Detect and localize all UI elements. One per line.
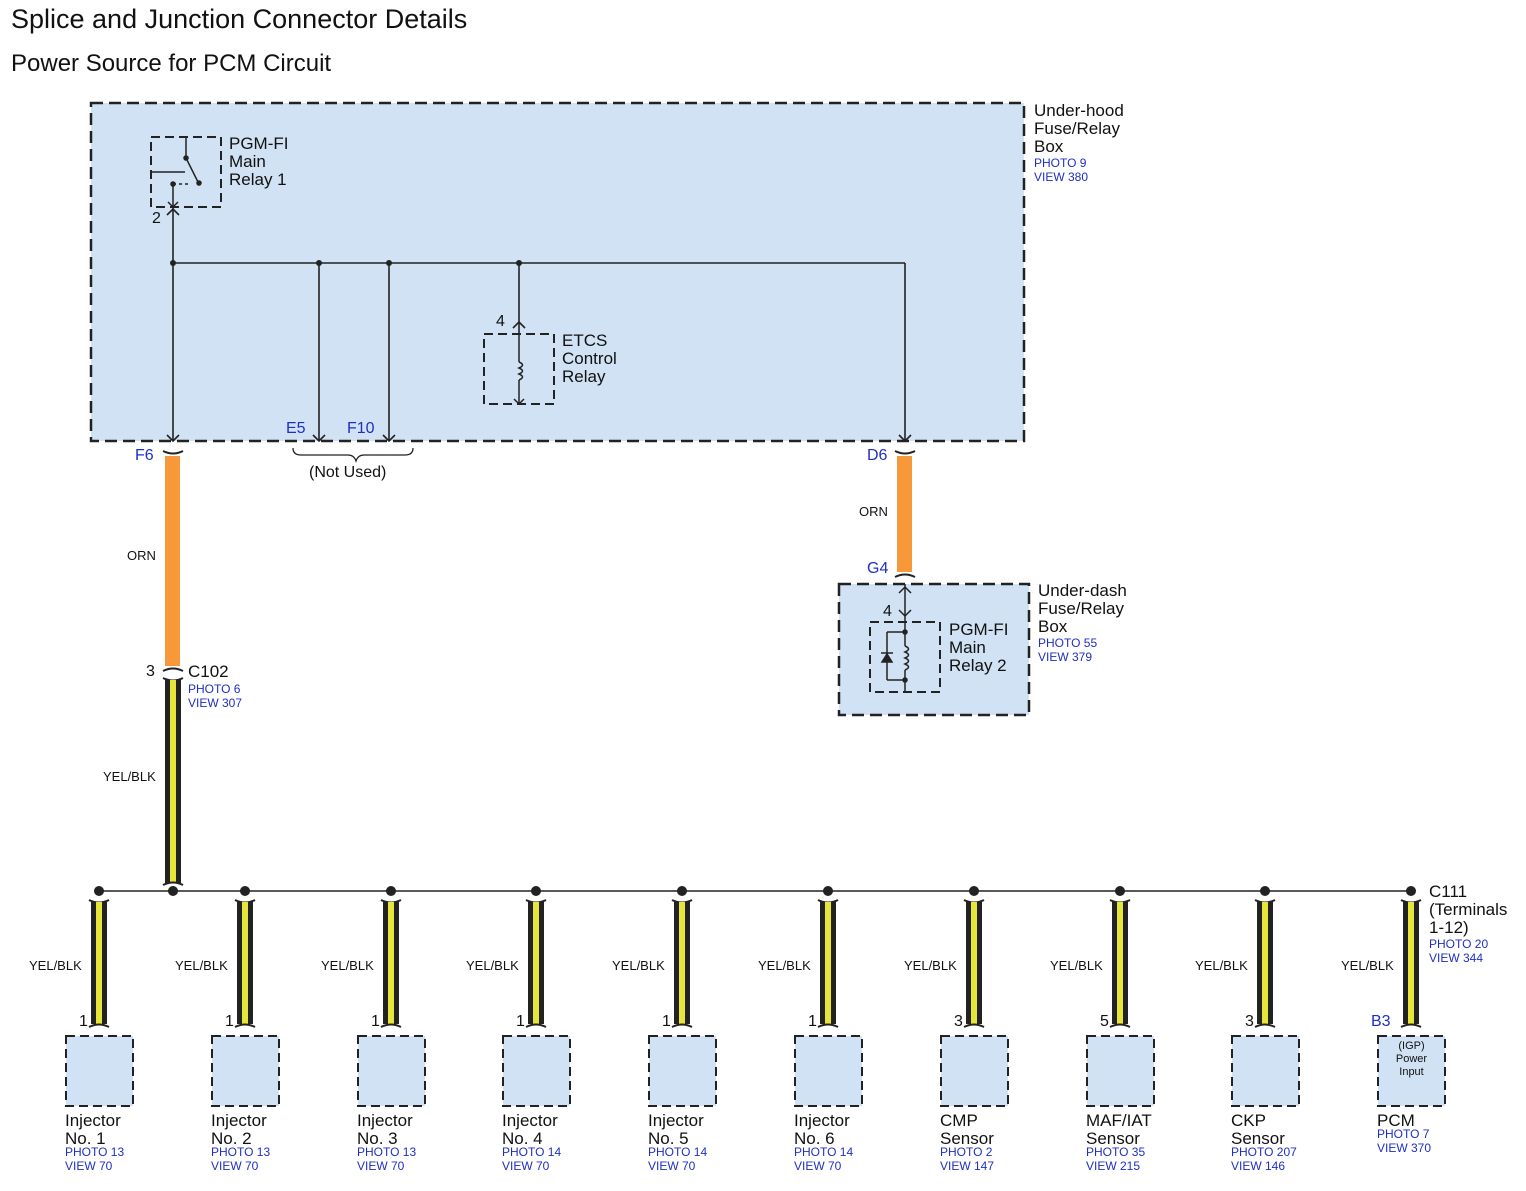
load-branch [357, 886, 426, 1107]
load-branch [1231, 886, 1300, 1107]
not-used-brace [292, 447, 414, 464]
load-label: PCM [1377, 1111, 1415, 1130]
connector-ticks [162, 450, 916, 682]
load-pin: 1 [79, 1013, 88, 1030]
page-title: Splice and Junction Connector Details [11, 4, 468, 34]
wire-yelblk-branch: YEL/BLK [1050, 958, 1103, 973]
load-branch [211, 886, 280, 1107]
load-branch [502, 886, 571, 1107]
underhood-wiring [166, 207, 912, 443]
wire-orn-left: ORN [127, 548, 156, 563]
load-pin: 1 [808, 1013, 817, 1030]
terminal-g4: G4 [867, 560, 889, 577]
not-used-label: (Not Used) [309, 464, 387, 481]
orn-wire-left [165, 456, 180, 666]
load-pin: 1 [516, 1013, 525, 1030]
relay2-pin: 4 [883, 603, 892, 620]
load-pin: 1 [371, 1013, 380, 1030]
page-subtitle: Power Source for PCM Circuit [11, 50, 332, 77]
splice-dots [170, 260, 522, 266]
relay1-pin: 2 [152, 210, 161, 227]
wire-yelblk-branch: YEL/BLK [1195, 958, 1248, 973]
wire-yelblk-branch: YEL/BLK [321, 958, 374, 973]
terminal-f10: F10 [347, 420, 375, 437]
underhood-box [89, 101, 1026, 443]
load-branch [648, 886, 717, 1107]
etcs-pin: 4 [496, 313, 505, 330]
bus-dot-c102 [168, 886, 178, 896]
terminal-e5: E5 [286, 420, 306, 437]
wire-yelblk-branch: YEL/BLK [466, 958, 519, 973]
load-branch [794, 886, 863, 1107]
wire-yelblk-branch: YEL/BLK [175, 958, 228, 973]
load-pin: 3 [954, 1013, 963, 1030]
wire-yelblk-branch: YEL/BLK [1341, 958, 1394, 973]
relay2-coil-icon [880, 584, 912, 692]
wire-orn-right: ORN [859, 504, 888, 519]
wire-yelblk-trunk: YEL/BLK [103, 769, 156, 784]
load-pin: 5 [1100, 1013, 1109, 1030]
load-branch [940, 886, 1009, 1107]
bus-branches [65, 886, 1446, 1107]
load-pin: 1 [662, 1013, 671, 1030]
yelblk-trunk [162, 680, 184, 886]
orn-wire-right [897, 456, 912, 572]
wire-yelblk-branch: YEL/BLK [758, 958, 811, 973]
load-pin: 1 [225, 1013, 234, 1030]
terminal-d6: D6 [867, 447, 888, 464]
load-branch [1377, 886, 1446, 1107]
etcs-coil-icon [513, 334, 525, 406]
wire-yelblk-branch: YEL/BLK [904, 958, 957, 973]
load-branch [1086, 886, 1155, 1107]
wire-yelblk-branch: YEL/BLK [29, 958, 82, 973]
c102-pin: 3 [146, 663, 155, 680]
load-pin: B3 [1371, 1013, 1391, 1030]
load-branch [65, 886, 134, 1107]
wire-yelblk-branch: YEL/BLK [612, 958, 665, 973]
load-pin: 3 [1245, 1013, 1254, 1030]
c102-label: C102 [188, 662, 229, 681]
relay1-switch-icon [151, 137, 202, 209]
terminal-f6: F6 [135, 447, 154, 464]
